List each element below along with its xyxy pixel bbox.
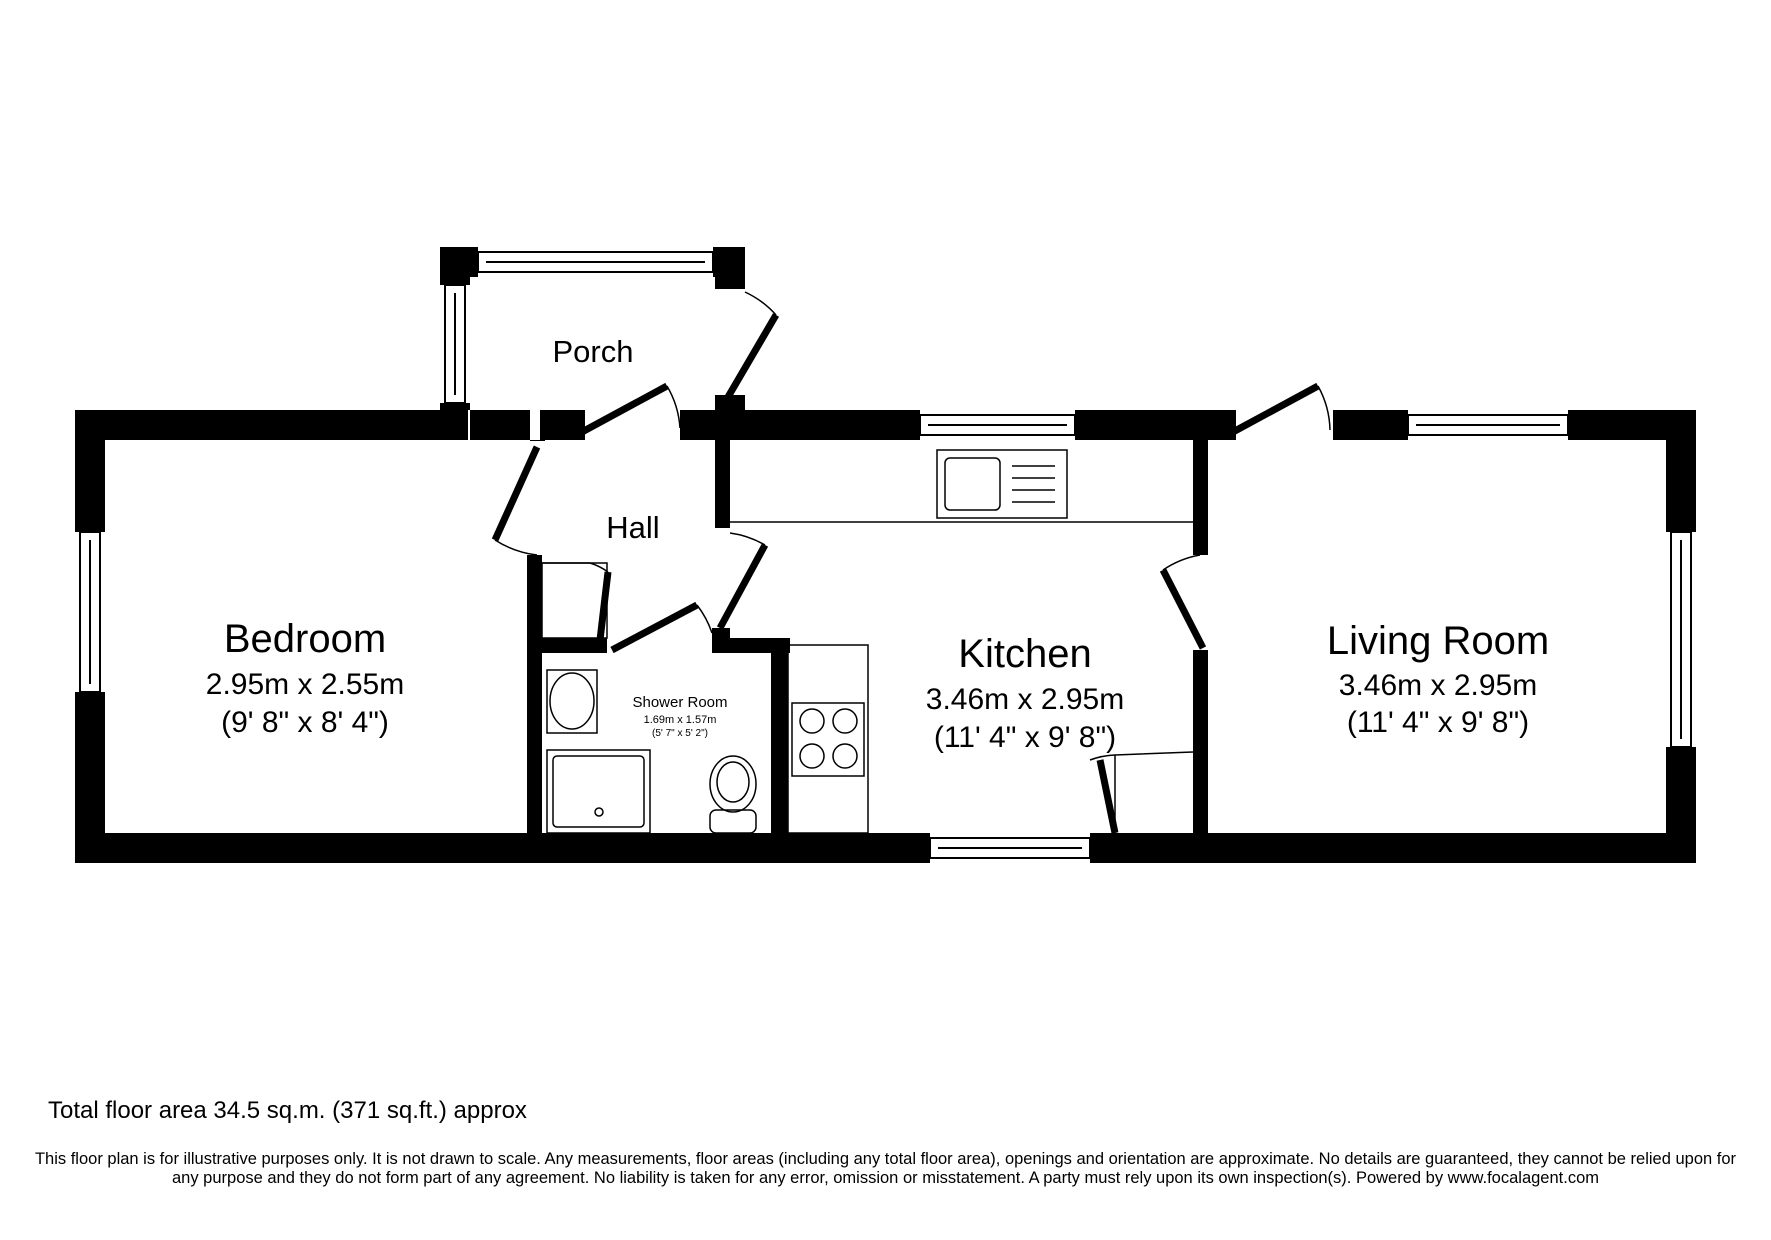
- living-front-door: [1228, 382, 1341, 440]
- shower-tray-icon: [546, 749, 651, 834]
- basin-icon: [546, 669, 598, 734]
- hob-icon: [791, 702, 865, 777]
- doors: [491, 291, 1341, 834]
- bedroom-label: Bedroom: [224, 617, 386, 661]
- kitchen-metric: 3.46m x 2.95m: [926, 683, 1124, 716]
- walls: [75, 247, 1696, 863]
- hall-cupboard: [541, 562, 608, 639]
- fixtures: [541, 449, 1193, 834]
- hall-label: Hall: [606, 510, 659, 545]
- living-room-label: Living Room: [1327, 619, 1549, 663]
- kitchen-hall-door: [716, 532, 769, 630]
- shower-room-door: [610, 601, 713, 654]
- kitchen-cupboard-door: [1089, 751, 1194, 834]
- kitchen-side-worktop: [787, 644, 869, 834]
- room-labels: Porch Hall Bedroom 2.95m x 2.55m (9' 8" …: [206, 334, 1549, 754]
- bedroom-imperial: (9' 8" x 8' 4"): [221, 706, 389, 739]
- shower-room-label: Shower Room: [632, 694, 727, 711]
- porch-hall-door: [580, 382, 681, 436]
- windows: [79, 251, 1692, 859]
- shower-room-metric: 1.69m x 1.57m: [644, 714, 717, 726]
- shower-room-imperial: (5' 7" x 5' 2"): [652, 728, 708, 739]
- kitchen-imperial: (11' 4" x 9' 8"): [934, 721, 1116, 754]
- wall-openings: [75, 247, 1696, 863]
- bedroom-door: [491, 445, 541, 556]
- wall-fillers: [470, 410, 715, 440]
- disclaimer-text: This floor plan is for illustrative purp…: [34, 1150, 1737, 1187]
- bedroom-metric: 2.95m x 2.55m: [206, 668, 404, 701]
- porch-entry-door: [724, 291, 780, 399]
- kitchen-label: Kitchen: [958, 632, 1091, 676]
- sink-icon: [936, 449, 1068, 519]
- toilet-icon: [709, 755, 757, 834]
- total-floor-area: Total floor area 34.5 sq.m. (371 sq.ft.)…: [48, 1097, 527, 1124]
- hall-cupboard-door: [542, 562, 612, 641]
- porch-label: Porch: [553, 334, 634, 369]
- living-room-metric: 3.46m x 2.95m: [1339, 669, 1537, 702]
- living-room-door: [1159, 554, 1207, 650]
- living-room-imperial: (11' 4" x 9' 8"): [1347, 706, 1529, 739]
